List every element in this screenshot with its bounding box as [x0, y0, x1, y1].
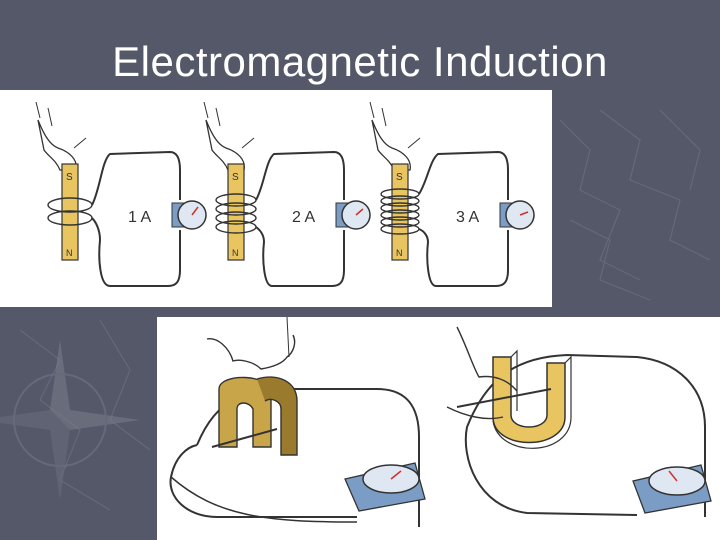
- current-label-1: 1 A: [128, 209, 151, 226]
- induction-panel-3: S N 3 A: [369, 101, 535, 287]
- horseshoe-magnet-figure: [157, 317, 720, 540]
- hand-3: [371, 119, 411, 171]
- circuit-wire-1: [91, 150, 181, 287]
- slide-title: Electromagnetic Induction: [112, 38, 608, 85]
- bar-magnet-coil-figure: S N 1 A S N: [0, 90, 552, 307]
- south-pole-label-2: S: [232, 172, 239, 183]
- hand-left: [206, 334, 296, 370]
- compass-rose: [0, 340, 140, 500]
- ammeter-1: [171, 200, 207, 230]
- circuit-wire-3: [418, 150, 509, 287]
- north-pole-label-3: N: [396, 248, 403, 258]
- hand-1: [37, 119, 77, 171]
- south-pole-label-3: S: [396, 172, 403, 183]
- horseshoe-magnet-left: [218, 376, 298, 456]
- induction-panel-2: S N 2 A: [203, 101, 371, 287]
- induction-panel-1: S N 1 A: [35, 101, 207, 287]
- horseshoe-magnet-right: [492, 349, 572, 449]
- current-label-2: 2 A: [292, 209, 315, 226]
- south-pole-label-1: S: [66, 172, 73, 183]
- hand-2: [205, 119, 245, 171]
- circuit-wire-2: [255, 150, 345, 287]
- north-pole-label-2: N: [232, 248, 239, 258]
- ammeter-left: [344, 462, 426, 512]
- horseshoe-scene-left: [169, 317, 426, 527]
- ammeter-2: [335, 200, 371, 230]
- wire-loop-right: [464, 353, 706, 517]
- ammeter-right: [632, 464, 712, 514]
- hand-right: [446, 326, 518, 420]
- ammeter-3: [499, 200, 535, 230]
- horseshoe-scene-right: [446, 326, 712, 517]
- north-pole-label-1: N: [66, 248, 73, 258]
- current-label-3: 3 A: [456, 209, 479, 226]
